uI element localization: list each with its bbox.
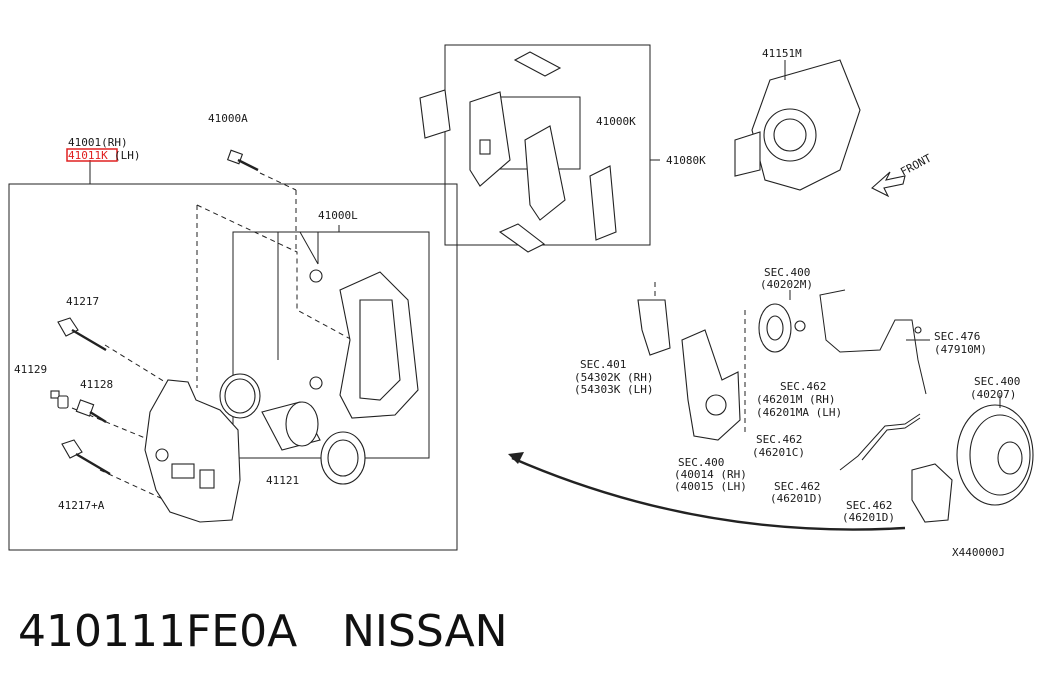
footer-part-number: 410111FE0A bbox=[18, 606, 297, 657]
label-41121: 41121 bbox=[266, 474, 299, 487]
piston-41121 bbox=[261, 401, 321, 451]
label-sec400-knuckle-c: (40015 (LH) bbox=[674, 480, 747, 493]
label-41151M: 41151M bbox=[762, 47, 802, 60]
brake-hose bbox=[839, 413, 921, 471]
label-sec400-hub-b: (40202M) bbox=[760, 278, 813, 291]
baffle-plate-41151M bbox=[734, 59, 861, 191]
caliper-bracket bbox=[309, 269, 419, 419]
label-sec462-hose-c: (46201MA (LH) bbox=[756, 406, 842, 419]
label-sec400-disc-a: SEC.400 bbox=[974, 375, 1020, 388]
label-41000L: 41000L bbox=[318, 209, 358, 222]
wheel-hub bbox=[758, 303, 806, 353]
highlight-box bbox=[66, 148, 118, 162]
label-sec401-c: (54303K (LH) bbox=[574, 383, 653, 396]
label-41217A: 41217+A bbox=[58, 499, 105, 512]
steering-knuckle bbox=[681, 329, 741, 441]
label-sec400-knuckle-b: (40014 (RH) bbox=[674, 468, 747, 481]
label-sec462-c-b: (46201C) bbox=[752, 446, 805, 459]
brake-disc-40207 bbox=[956, 404, 1034, 506]
label-sec401-a: SEC.401 bbox=[580, 358, 626, 371]
seal-ring bbox=[219, 373, 261, 419]
label-caliper-lh-suffix: (LH) bbox=[114, 149, 141, 162]
pad-kit-box bbox=[444, 44, 651, 246]
pad-clip-bottom bbox=[498, 223, 546, 253]
bleeder-screw-41128 bbox=[75, 399, 107, 424]
piston-boot bbox=[320, 431, 366, 485]
caliper-small bbox=[911, 463, 953, 523]
label-sec462-hose-a: SEC.462 bbox=[780, 380, 826, 393]
bleeder-cap-41129 bbox=[50, 390, 69, 409]
label-sec400-knuckle-a: SEC.400 bbox=[678, 456, 724, 469]
footer-brand: NISSAN bbox=[342, 606, 508, 657]
label-front: FRONT bbox=[898, 151, 934, 178]
label-sec462-d-a: SEC.462 bbox=[774, 480, 820, 493]
label-caliper-rh: 41001(RH) bbox=[68, 136, 128, 149]
pad-clip-top bbox=[513, 51, 562, 77]
label-sec476-a: SEC.476 bbox=[934, 330, 980, 343]
diagram-code: X440000J bbox=[952, 546, 1005, 559]
label-sec462-d2-b: (46201D) bbox=[842, 511, 895, 524]
label-caliper-lh-code: 41011K bbox=[68, 149, 108, 162]
label-sec400-disc-b: (40207) bbox=[970, 388, 1016, 401]
label-sec401-b: (54302K (RH) bbox=[574, 371, 653, 384]
rotation-arrow-icon bbox=[508, 452, 906, 531]
label-sec462-hose-b: (46201M (RH) bbox=[756, 393, 835, 406]
front-arrow-icon bbox=[871, 171, 906, 198]
caliper-assembly-box bbox=[8, 183, 458, 551]
label-sec400-hub-a: SEC.400 bbox=[764, 266, 810, 279]
label-sec462-c-a: SEC.462 bbox=[756, 433, 802, 446]
label-41000A: 41000A bbox=[208, 112, 248, 125]
brake-line-bracket bbox=[637, 299, 671, 356]
guide-pin-41217 bbox=[57, 317, 107, 352]
label-sec476-b: (47910M) bbox=[934, 343, 987, 356]
label-41000K: 41000K bbox=[596, 115, 636, 128]
label-41128: 41128 bbox=[80, 378, 113, 391]
label-41129: 41129 bbox=[14, 363, 47, 376]
guide-pin-41217A bbox=[61, 439, 111, 476]
bolt-41000A bbox=[226, 149, 259, 172]
brake-pad-outer bbox=[524, 125, 566, 221]
brake-pad-inner bbox=[469, 91, 511, 187]
abs-sensor-harness bbox=[819, 289, 927, 395]
label-sec462-d-b: (46201D) bbox=[770, 492, 823, 505]
label-41080K: 41080K bbox=[666, 154, 706, 167]
label-41217: 41217 bbox=[66, 295, 99, 308]
shim-right bbox=[589, 165, 617, 241]
shim-left bbox=[419, 89, 451, 139]
caliper-body bbox=[144, 379, 241, 523]
label-sec462-d2-a: SEC.462 bbox=[846, 499, 892, 512]
